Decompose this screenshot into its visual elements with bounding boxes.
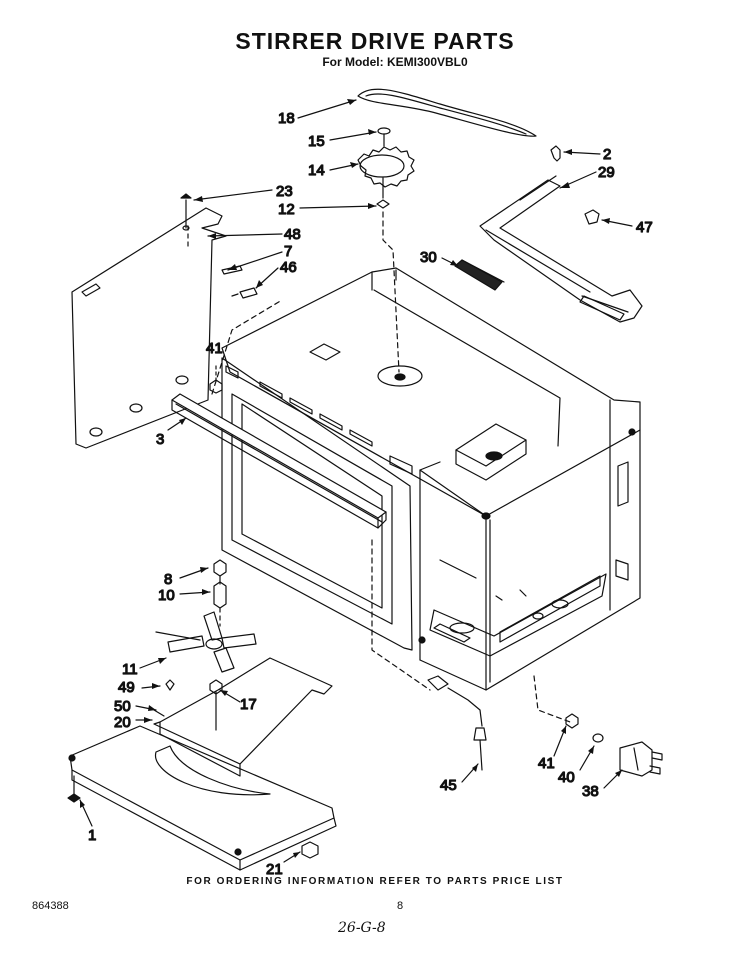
callout-29: 29	[598, 164, 615, 181]
callout-15: 15	[308, 133, 325, 150]
callout-46: 46	[280, 259, 297, 276]
handwritten-note: 26-G-8	[338, 920, 386, 936]
callout-41-lower: 41	[538, 755, 555, 772]
callout-12: 12	[278, 201, 295, 218]
callout-38: 38	[582, 783, 599, 800]
callout-40: 40	[558, 769, 575, 786]
callout-20: 20	[114, 714, 131, 731]
callout-11: 11	[122, 661, 138, 678]
stirrer-stack	[358, 128, 414, 372]
callout-10: 10	[158, 587, 175, 604]
coupling-parts	[214, 560, 226, 626]
page-number: 8	[396, 900, 404, 912]
callout-48: 48	[284, 226, 301, 243]
callout-41-upper: 41	[206, 340, 223, 357]
callout-1: 1	[88, 827, 96, 844]
callout-49: 49	[118, 679, 135, 696]
model-subtitle: For Model: KEMI300VBL0	[322, 55, 468, 69]
bottom-cover	[69, 726, 336, 870]
callout-14: 14	[308, 162, 325, 179]
callout-50: 50	[114, 698, 131, 715]
insulation-block	[455, 260, 504, 290]
callout-45: 45	[440, 777, 457, 794]
callout-labels: 18 15 14 2 29 23 12 47 48 7 46 30 41 3 8…	[87, 109, 653, 878]
screw-fasteners	[68, 776, 318, 858]
callout-23: 23	[276, 183, 293, 200]
temperature-probe	[428, 676, 486, 770]
callout-30: 30	[420, 249, 437, 266]
drive-belt	[358, 89, 536, 136]
callout-2: 2	[603, 146, 611, 163]
callout-21: 21	[266, 861, 283, 878]
motor-bracket	[480, 176, 642, 322]
screw-part	[551, 146, 560, 161]
page-title: STIRRER DRIVE PARTS	[235, 28, 515, 54]
callout-17: 17	[240, 696, 257, 713]
callout-3: 3	[156, 431, 164, 448]
callout-7: 7	[284, 243, 292, 260]
cabinet-body	[222, 268, 640, 722]
callout-8: 8	[164, 571, 172, 588]
ordering-info-note: FOR ORDERING INFORMATION REFER TO PARTS …	[186, 876, 564, 887]
callout-47: 47	[636, 219, 653, 236]
air-guide	[154, 658, 332, 776]
document-number: 864388	[32, 900, 69, 912]
trim-bar	[172, 394, 386, 528]
fan-nut	[166, 680, 222, 694]
stirrer-fan	[156, 612, 256, 672]
switch-assembly	[566, 714, 662, 776]
callout-18: 18	[278, 110, 295, 127]
leader-arrowheads	[80, 99, 622, 858]
